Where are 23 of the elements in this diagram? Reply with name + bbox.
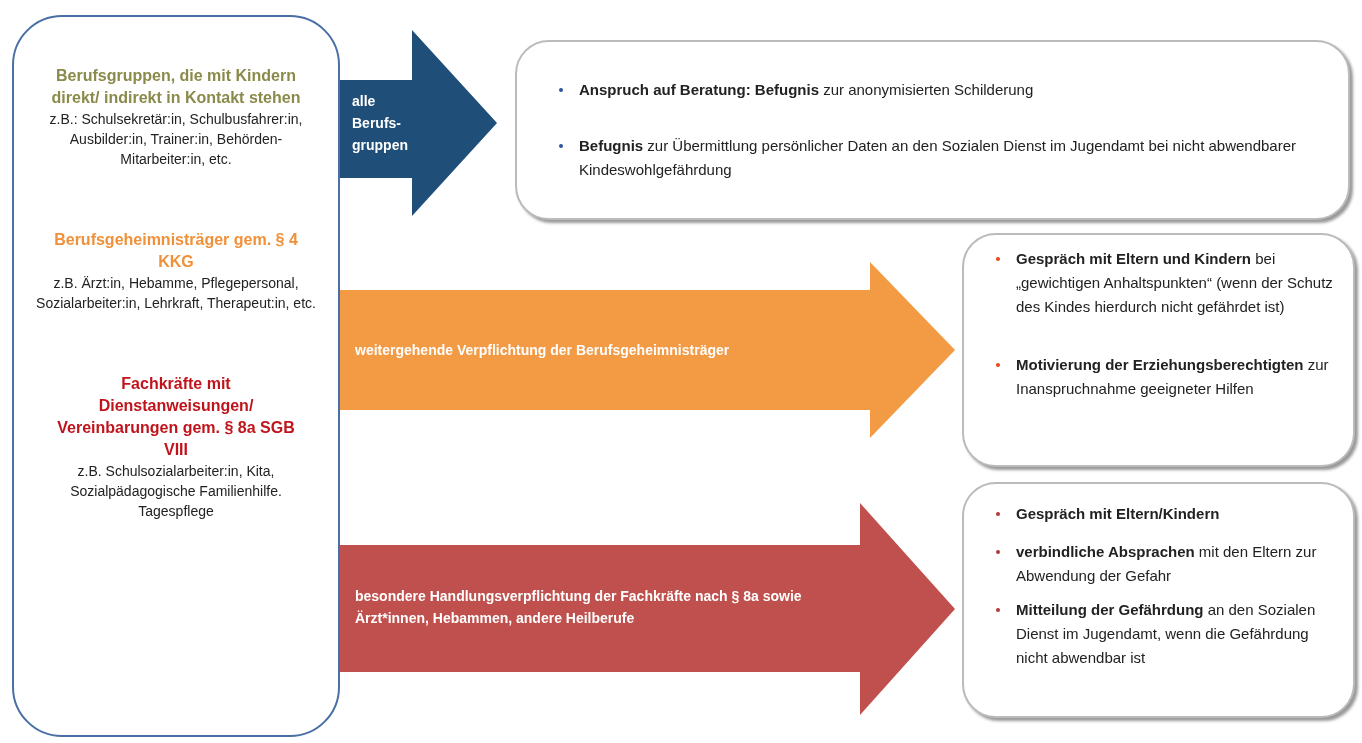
group-heading: Berufsgruppen, die mit Kindern direkt/ indirekt in Kontakt stehen [51,66,301,108]
example-text: z.B. Schulsozialarbeiter:in, Kita, Sozialpädagogische Familienhilfe. Tagespflege [69,462,283,521]
bullet-item: verbindliche Absprachen mit den Eltern zur Abwendung der Gefahr [994,540,1344,588]
info-box [962,233,1355,467]
bullet-item: Anspruch auf Beratung: Befugnis zur anonymisierten Schilderung [557,78,1317,102]
example-text: z.B. Ärzt:in, Hebamme, Pflegepersonal, Sozialarbeiter:in, Lehrkraft, Therapeut:in, etc. [35,274,317,313]
group-box [12,15,340,737]
bullet-item: Befugnis zur Übermittlung persönlicher Daten an den Sozialen Dienst im Jugendamt bei nicht abwendbarer Kindeswohlgefährdung [557,134,1317,182]
block-arrow [340,30,497,216]
bullet-item: Gespräch mit Eltern und Kindern bei „gewichtigen Anhaltspunkten“ (wenn der Schutz des Kindes hierdurch nicht gefährdet ist) [994,247,1344,319]
edge-label: besondere Handlungsverpflichtung der Fachkräfte nach § 8a sowie Ärzt*innen, Hebammen, andere Heilberufe [355,587,803,628]
info-box [515,40,1350,220]
block-arrow [340,262,955,438]
bullet-item: Mitteilung der Gefährdung an den Sozialen Dienst im Jugendamt, wenn die Gefährdung nicht abwendbar ist [994,598,1344,670]
info-box [962,482,1355,718]
group-heading: Berufsgeheimnisträger gem. § 4 KKG [53,230,299,272]
block-arrow [340,503,955,715]
example-text: z.B.: Schulsekretär:in, Schulbusfahrer:in, Ausbilder:in, Trainer:in, Behörden- Mitarbeiter:in, etc. [48,110,304,169]
edge-label: alle Berufs- gruppen [352,92,409,155]
group-heading: Fachkräfte mit Dienstanweisungen/ Vereinbarungen gem. § 8a SGB VIII [56,374,296,460]
bullet-item: Motivierung der Erziehungsberechtigten zur Inanspruchnahme geeigneter Hilfen [994,353,1344,401]
bullet-item: Gespräch mit Eltern/Kindern [994,502,1344,526]
edge-label: weitergehende Verpflichtung der Berufsgeheimnisträger [355,341,731,360]
